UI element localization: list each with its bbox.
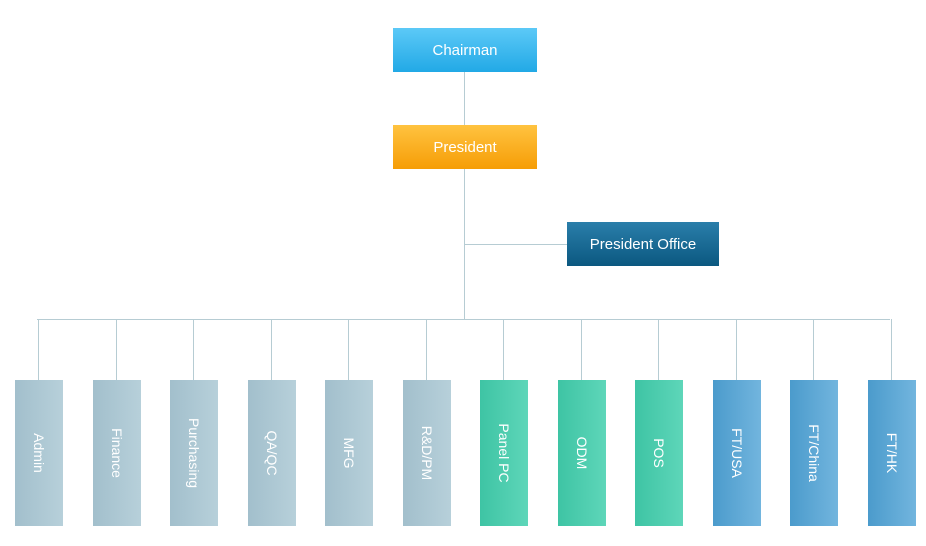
department-box-purchasing: Purchasing: [170, 380, 218, 526]
department-label: Purchasing: [186, 417, 202, 489]
connector-drop: [891, 319, 892, 380]
department-label: FT/China: [806, 424, 822, 482]
president-box: President: [393, 125, 537, 169]
president-label: President: [433, 138, 497, 156]
department-label: FT/HK: [884, 432, 900, 474]
president-office-box: President Office: [567, 222, 719, 266]
chairman-box: Chairman: [393, 28, 537, 72]
connector-drop: [193, 319, 194, 380]
department-box-pos: POS: [635, 380, 683, 526]
connector-drop: [348, 319, 349, 380]
connector-drop: [38, 319, 39, 380]
department-label: FT/USA: [729, 428, 745, 478]
department-box-odm: ODM: [558, 380, 606, 526]
department-label: Admin: [31, 433, 47, 473]
connector-drop: [581, 319, 582, 380]
connector-office-branch: [464, 244, 567, 245]
connector-drop: [426, 319, 427, 380]
department-box-ft-usa: FT/USA: [713, 380, 761, 526]
department-box-finance: Finance: [93, 380, 141, 526]
department-label: POS: [651, 438, 667, 468]
department-box-r-d-pm: R&D/PM: [403, 380, 451, 526]
president-office-label: President Office: [589, 235, 697, 253]
chairman-label: Chairman: [432, 41, 498, 59]
department-box-qa-qc: QA/QC: [248, 380, 296, 526]
department-label: Finance: [109, 428, 125, 478]
department-box-ft-china: FT/China: [790, 380, 838, 526]
department-box-panel-pc: Panel PC: [480, 380, 528, 526]
connector-chairman-president: [464, 72, 465, 125]
connector-dept-bus: [37, 319, 890, 320]
connector-drop: [116, 319, 117, 380]
connector-drop: [658, 319, 659, 380]
connector-drop: [503, 319, 504, 380]
department-box-admin: Admin: [15, 380, 63, 526]
department-box-mfg: MFG: [325, 380, 373, 526]
connector-drop: [736, 319, 737, 380]
department-label: R&D/PM: [419, 425, 435, 481]
department-label: QA/QC: [264, 430, 280, 476]
department-box-ft-hk: FT/HK: [868, 380, 916, 526]
connector-drop: [271, 319, 272, 380]
department-label: ODM: [574, 436, 590, 470]
department-label: MFG: [341, 437, 357, 469]
department-label: Panel PC: [496, 423, 512, 483]
connector-drop: [813, 319, 814, 380]
